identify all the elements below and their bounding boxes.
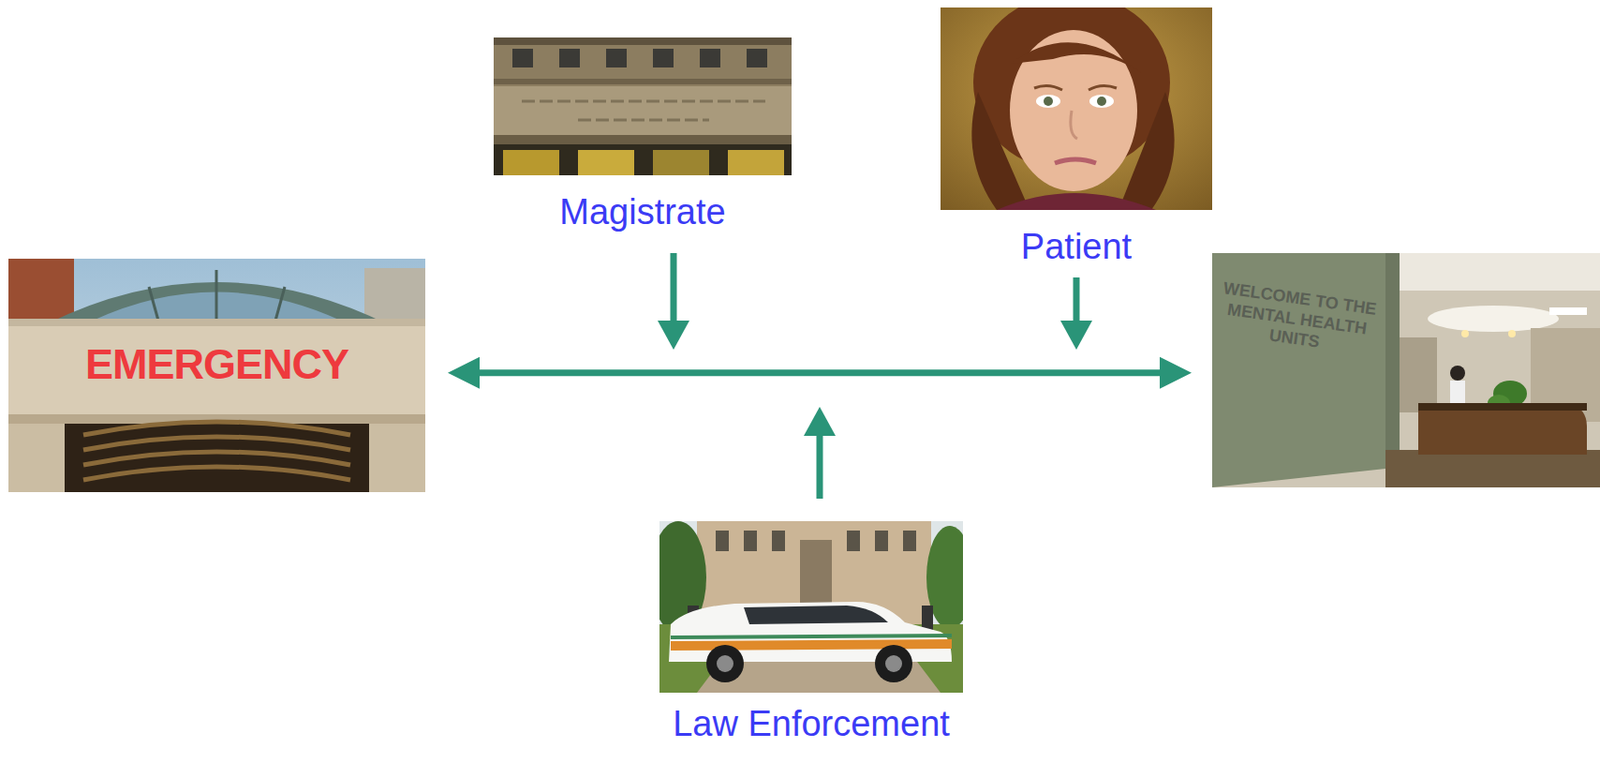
magistrate-node: Magistrate xyxy=(493,37,792,234)
sign-text: EMERGENCY xyxy=(8,340,426,388)
node-label: Patient xyxy=(940,226,1213,268)
node-label: Magistrate xyxy=(493,192,792,234)
magistrate-arrow xyxy=(657,252,690,350)
patient-node: Patient xyxy=(940,7,1213,268)
arrow-head xyxy=(447,356,480,389)
arrow-head xyxy=(803,406,836,436)
arrow-head xyxy=(1159,356,1192,389)
arrow-shaft xyxy=(1073,277,1081,325)
arrow-shaft xyxy=(475,369,1164,376)
node-label: Law Enforcement xyxy=(659,703,963,745)
law-arrow xyxy=(803,406,836,499)
emergency-entrance: EMERGENCY xyxy=(8,258,426,492)
arrow-shaft xyxy=(670,252,678,325)
mental-health-unit: WELCOME TO THE MENTAL HEALTH UNITS xyxy=(1212,252,1600,488)
law-enforcement-node: Law Enforcement xyxy=(659,520,963,745)
patient-arrow xyxy=(1060,277,1093,350)
photo xyxy=(493,37,792,176)
photo xyxy=(940,7,1213,210)
photo xyxy=(659,520,963,693)
connector-arrow xyxy=(447,356,1192,389)
arrow-shaft xyxy=(816,432,824,499)
arrow-head xyxy=(1060,320,1093,350)
arrow-head xyxy=(657,320,690,350)
